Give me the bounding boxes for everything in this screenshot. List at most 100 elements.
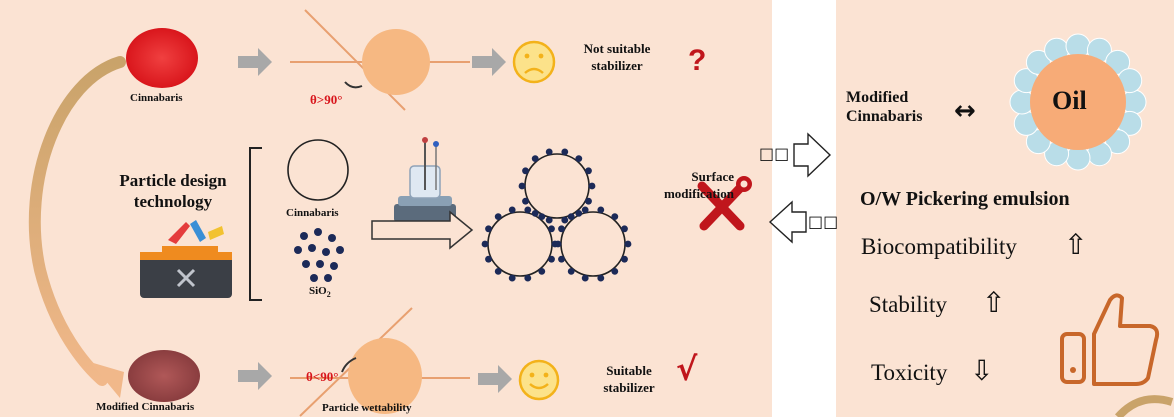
- biocompat-up-arrow-icon: ⇧: [1064, 228, 1088, 261]
- surface-dot: [545, 216, 553, 224]
- stability-label: Stability: [869, 292, 947, 317]
- check-mark-icon: √: [676, 350, 698, 388]
- happy-face-icon: [518, 359, 560, 401]
- sio2-label: SiO2: [309, 285, 331, 299]
- surface-dot: [585, 167, 592, 175]
- surface-dot: [561, 216, 569, 224]
- surface-dot: [522, 167, 529, 175]
- surface-dot: [508, 274, 516, 282]
- gray-arrow-2: [472, 48, 506, 76]
- modified-cinnabaris-right-label: Modified Cinnabaris: [846, 88, 922, 126]
- surface-dot: [597, 274, 605, 282]
- top-contact-angle: [344, 81, 363, 89]
- surface-dot: [494, 213, 502, 221]
- happy-face-eye-right: [543, 372, 549, 378]
- sad-face-eye-right: [538, 53, 544, 59]
- particle-design-title: Particle design technology: [108, 170, 238, 212]
- particle-design-line2: technology: [133, 192, 213, 211]
- left-arrow-text: □□: [808, 212, 839, 231]
- gray-arrow-1: [238, 48, 272, 76]
- suitable-line1: Suitable: [606, 363, 652, 378]
- surface-dot: [611, 213, 619, 221]
- modified-right-line1: Modified: [846, 89, 909, 106]
- surface-dot: [588, 182, 596, 190]
- particle-surface-dots: [481, 148, 632, 282]
- center-left-arrow: [768, 200, 807, 244]
- middle-cinnabaris-label: Cinnabaris: [286, 207, 339, 219]
- sad-face-eye-left: [524, 53, 530, 59]
- surface-dot: [575, 210, 583, 217]
- not-suitable-label: Not suitable stabilizer: [578, 40, 656, 74]
- oil-droplet: [1030, 54, 1126, 150]
- gray-arrow-3: [238, 362, 272, 390]
- bracket: [249, 147, 262, 301]
- thumbs-up-dot: [1070, 367, 1076, 373]
- toxicity-label: Toxicity: [871, 360, 948, 385]
- suitable-line2: stabilizer: [603, 380, 655, 395]
- toxicity-down-arrow-icon: ⇩: [970, 354, 994, 387]
- sad-face-icon: [512, 40, 556, 84]
- process-arrow: [371, 210, 474, 250]
- surface-dot: [575, 155, 583, 163]
- surface-dot: [621, 255, 628, 263]
- curved-process-arrow: [28, 56, 126, 386]
- surface-line2: modification: [663, 186, 734, 201]
- surface-dot: [494, 268, 502, 275]
- surface-dot: [558, 225, 565, 233]
- oil-label: Oil: [1052, 86, 1087, 115]
- surface-dot: [481, 240, 489, 248]
- surface-dot: [545, 148, 553, 156]
- sio2-main: SiO: [309, 285, 327, 297]
- surface-dot: [531, 155, 539, 163]
- sio2-dots: [294, 228, 344, 282]
- toolbox-icon: [140, 220, 232, 298]
- surface-dot: [561, 148, 569, 156]
- not-suitable-line2: stabilizer: [591, 58, 643, 73]
- surface-dot: [508, 206, 516, 214]
- cinnabaris-circle: [287, 139, 349, 201]
- surface-dot: [581, 274, 589, 282]
- surface-dot: [548, 255, 555, 263]
- top-particle: [362, 29, 430, 95]
- happy-face-mouth: [529, 383, 549, 390]
- thumbs-up-icon: [1060, 293, 1160, 386]
- curved-arrow-head: [90, 362, 124, 398]
- double-arrow-icon: ↔: [954, 96, 976, 126]
- not-suitable-line1: Not suitable: [583, 41, 651, 56]
- surface-dot: [524, 274, 532, 282]
- surface-dot: [567, 268, 575, 275]
- center-right-arrow: [793, 132, 832, 178]
- surface-dot: [581, 206, 589, 214]
- surface-modified-particles: [487, 153, 626, 277]
- suitable-label: Suitable stabilizer: [594, 362, 664, 396]
- surface-dot: [538, 213, 546, 221]
- surface-dot: [524, 206, 532, 214]
- surface-dot: [554, 240, 562, 248]
- surface-dot: [522, 197, 529, 205]
- emulsion-shell-particles: [1009, 33, 1147, 171]
- surface-dot: [597, 206, 605, 214]
- surface-dot: [624, 240, 632, 248]
- surface-dot: [485, 255, 492, 263]
- bottom-angle-label: θ<90°: [306, 369, 339, 384]
- question-mark-icon: ?: [688, 44, 707, 77]
- surface-dot: [611, 268, 619, 275]
- surface-line1: Surface: [691, 169, 734, 184]
- modified-cinnabaris-powder: [128, 350, 200, 402]
- right-arrow-text: □□: [759, 144, 790, 163]
- modified-cinnabaris-label: Modified Cinnabaris: [96, 401, 195, 413]
- surface-dot: [621, 225, 628, 233]
- cinnabaris-powder: [126, 28, 198, 88]
- surface-dot: [558, 255, 565, 263]
- magnetic-stirrer-icon: [394, 137, 456, 222]
- surface-dot: [538, 268, 546, 275]
- surface-dot: [585, 197, 592, 205]
- sad-face-mouth: [524, 67, 544, 74]
- surface-dot: [518, 182, 526, 190]
- sio2-sub: 2: [326, 290, 331, 300]
- surface-dot: [531, 210, 539, 217]
- particle-design-line1: Particle design: [119, 171, 227, 190]
- surface-dot: [485, 225, 492, 233]
- emulsion-title: O/W Pickering emulsion: [860, 188, 1070, 210]
